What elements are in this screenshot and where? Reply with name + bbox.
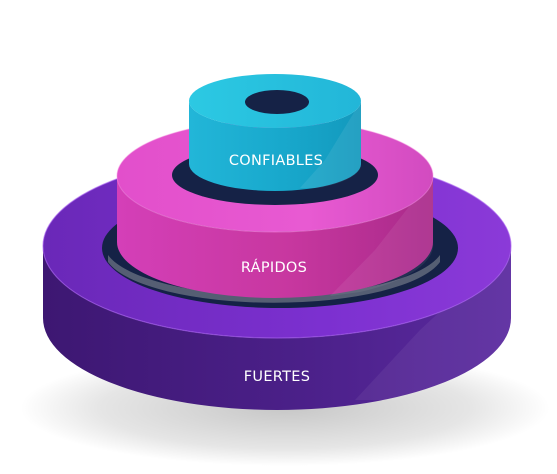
label-fuertes: FUERTES: [244, 369, 310, 385]
ring-middle-shadow: [108, 255, 440, 303]
ring-top-side: [189, 101, 361, 191]
label-confiables: CONFIABLES: [229, 153, 323, 169]
ring-top-hole: [245, 90, 309, 114]
ring-top: [189, 74, 362, 191]
ring-middle-gloss: [330, 176, 434, 296]
label-rapidos: RÁPIDOS: [241, 259, 307, 276]
ring-bottom-side: [43, 246, 511, 410]
ring-middle-side: [117, 176, 433, 298]
ring-top-gloss: [300, 101, 362, 188]
